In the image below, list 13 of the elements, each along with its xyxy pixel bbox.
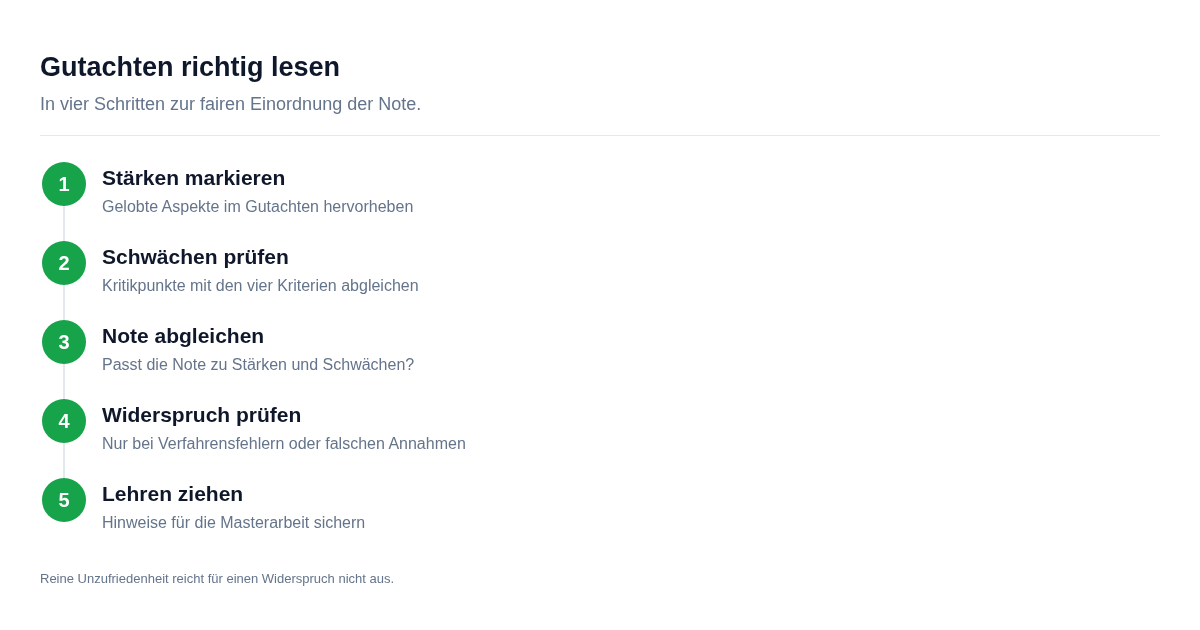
step-heading: Note abgleichen: [102, 323, 265, 349]
title: Gutachten richtig lesen: [40, 51, 341, 84]
step-heading: Lehren ziehen: [102, 481, 244, 507]
step-description: Hinweise für die Masterarbeit sichern: [102, 513, 366, 533]
step-heading: Stärken markieren: [102, 165, 286, 191]
step-heading: Widerspruch prüfen: [102, 402, 302, 428]
step-description: Kritikpunkte mit den vier Kriterien abgleichen: [102, 276, 419, 296]
step-description: Passt die Note zu Stärken und Schwächen?: [102, 355, 415, 375]
step-description: Gelobte Aspekte im Gutachten hervorheben: [102, 197, 414, 217]
subtitle: In vier Schritten zur fairen Einordnung der Note.: [40, 93, 422, 116]
step-description: Nur bei Verfahrensfehlern oder falschen Annahmen: [102, 434, 466, 454]
step-heading: Schwächen prüfen: [102, 244, 289, 270]
footnote: Reine Unzufriedenheit reicht für einen Widerspruch nicht aus.: [40, 571, 395, 587]
